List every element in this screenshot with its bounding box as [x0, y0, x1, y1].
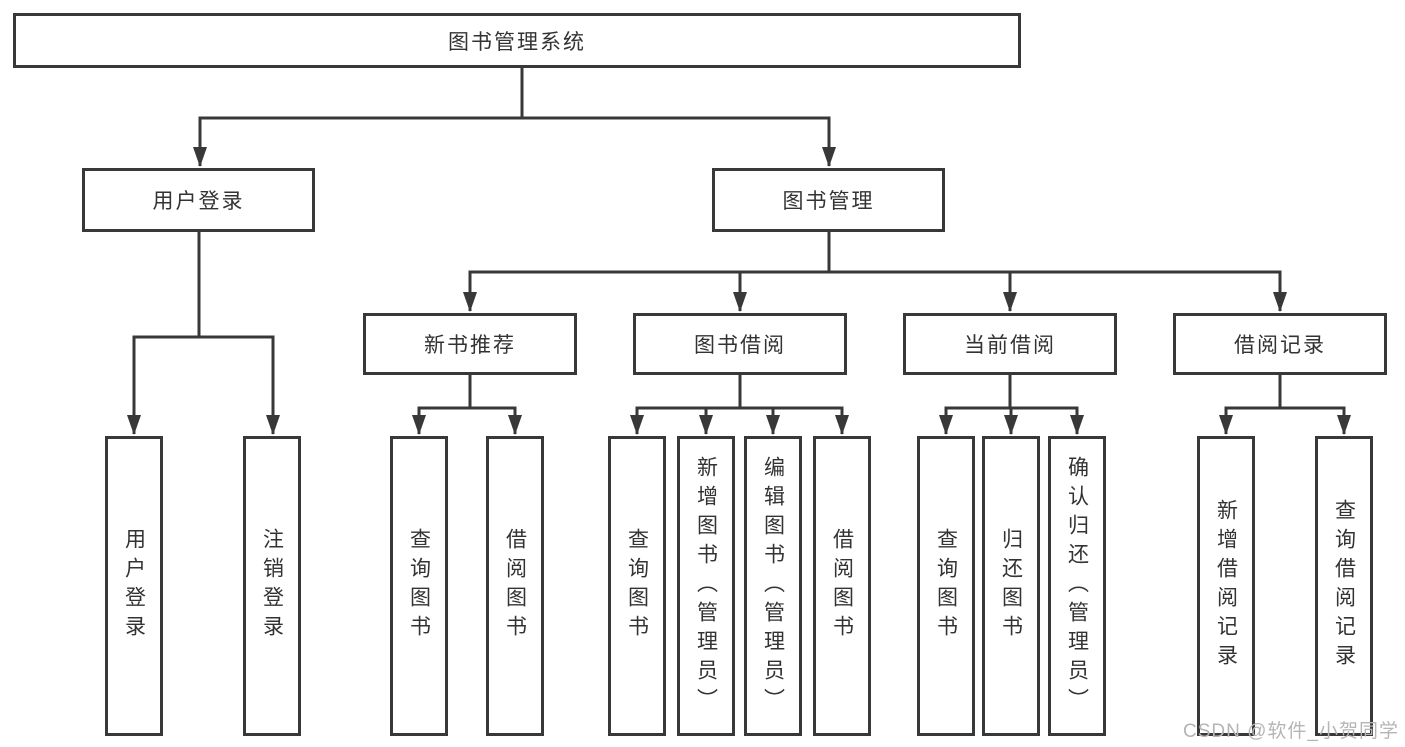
- connector-bookmgmt-to-level3: [463, 232, 1287, 312]
- leaf-borrow-book-recommend: 借阅图书: [486, 436, 544, 736]
- node-user-login: 用户登录: [82, 168, 315, 232]
- connector-root-to-level2: [193, 68, 836, 167]
- leaf-add-borrow-record: 新增借阅记录: [1197, 436, 1255, 736]
- leaf-query-book-current: 查询图书: [917, 436, 975, 736]
- node-book-management: 图书管理: [712, 168, 945, 232]
- connector-borrowrecord-to-leaves: [1219, 375, 1351, 435]
- node-current-borrow: 当前借阅: [903, 313, 1117, 375]
- node-borrow-record: 借阅记录: [1173, 313, 1387, 375]
- connector-userlogin-to-leaves: [127, 232, 280, 435]
- leaf-logout: 注销登录: [243, 436, 301, 736]
- leaf-add-book-admin: 新增图书（管理员）: [677, 436, 735, 736]
- node-book-borrow: 图书借阅: [633, 313, 847, 375]
- leaf-return-book: 归还图书: [982, 436, 1040, 736]
- connector-bookborrow-to-leaves: [630, 375, 849, 435]
- node-root-system: 图书管理系统: [13, 13, 1021, 68]
- connector-newbook-to-leaves: [412, 375, 522, 435]
- leaf-query-borrow-record: 查询借阅记录: [1315, 436, 1373, 736]
- leaf-user-login: 用户登录: [105, 436, 163, 736]
- leaf-borrow-book: 借阅图书: [813, 436, 871, 736]
- connector-currentborrow-to-leaves: [939, 375, 1084, 435]
- csdn-watermark: CSDN @软件_小贺同学: [1183, 721, 1399, 742]
- node-new-book-recommend: 新书推荐: [363, 313, 577, 375]
- leaf-query-book-borrow: 查询图书: [608, 436, 666, 736]
- leaf-query-book-recommend: 查询图书: [390, 436, 448, 736]
- leaf-edit-book-admin: 编辑图书（管理员）: [744, 436, 802, 736]
- leaf-confirm-return-admin: 确认归还（管理员）: [1048, 436, 1106, 736]
